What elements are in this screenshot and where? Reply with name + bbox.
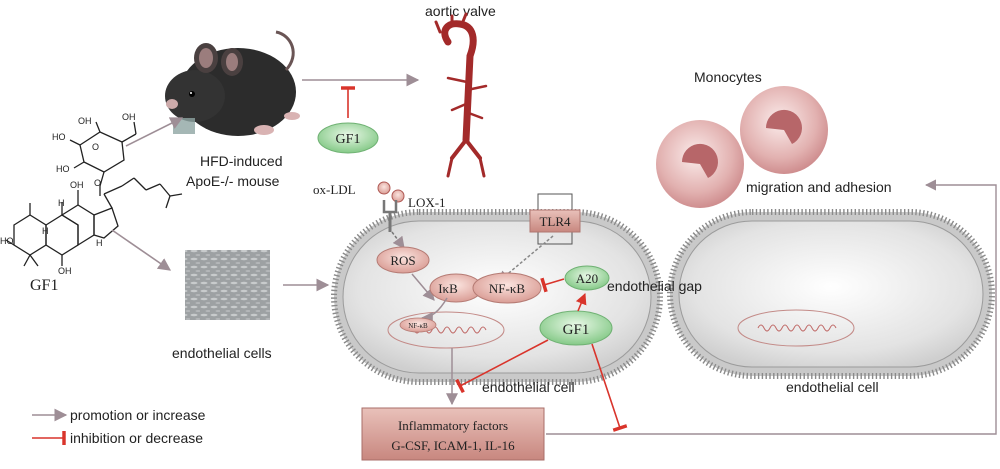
- legend-promotion-label: promotion or increase: [70, 407, 206, 423]
- svg-text:HO: HO: [0, 236, 14, 246]
- molecule-to-mouse-arrow: [125, 117, 184, 147]
- inflammatory-factors-box: [361, 407, 545, 461]
- gf1-cell-badge: [539, 310, 613, 346]
- monocyte-1: [656, 120, 744, 208]
- hfd-label-line1: HFD-induced: [200, 153, 282, 169]
- svg-text:OH: OH: [58, 266, 72, 276]
- aorta-illustration: [434, 12, 488, 178]
- endothelial-cell-label-left: endothelial cell: [482, 379, 575, 395]
- gf1-molecule-atoms: OH OH HO HO O O OH HO OH H H H: [0, 112, 136, 276]
- svg-text:H: H: [96, 238, 103, 248]
- svg-text:HO: HO: [56, 164, 70, 174]
- inflammatory-title: Inflammatory factors: [398, 418, 508, 433]
- a20-inhibits-nfkb-arrow: [540, 277, 565, 293]
- ikb-label: IκB: [438, 281, 458, 296]
- svg-text:H: H: [58, 198, 65, 208]
- gf1-inhibits-inflammation-arrow: [455, 339, 549, 394]
- gf1-top-label: GF1: [336, 132, 361, 147]
- endothelial-cells-label: endothelial cells: [172, 345, 272, 361]
- tlr4-to-nfkb-arrow: [497, 235, 554, 283]
- gf1-top-badge: [317, 122, 379, 154]
- nfkb-label: NF-κB: [489, 281, 525, 296]
- svg-text:HO: HO: [52, 132, 66, 142]
- ros-badge: [376, 246, 430, 274]
- svg-text:OH: OH: [78, 116, 92, 126]
- gf1-inhibits-migration-arrow: [591, 343, 628, 432]
- endothelial-cell-right: [667, 209, 995, 379]
- mouse-illustration: [165, 30, 300, 136]
- legend-inhibition-label: inhibition or decrease: [70, 430, 203, 446]
- hfd-label-line2: ApoE-/- mouse: [186, 173, 280, 189]
- nfkb-to-nucleus-arrow: [420, 297, 448, 324]
- aortic-valve-label: aortic valve: [425, 3, 496, 19]
- endothelial-gap-label: endothelial gap: [607, 278, 702, 294]
- inflammation-to-migration-arrow: [546, 179, 997, 435]
- svg-text:OH: OH: [70, 180, 84, 190]
- endothelial-cells-image: [185, 250, 270, 320]
- gf1-molecule-label: GF1: [30, 277, 58, 294]
- svg-text:O: O: [92, 142, 99, 152]
- nfkb-nucleus-label: NF-κB: [408, 322, 428, 330]
- migration-label: migration and adhesion: [746, 179, 892, 195]
- a20-label: A20: [576, 271, 598, 286]
- gf1-promotes-a20-arrow: [575, 292, 587, 312]
- a20-badge: [564, 265, 610, 291]
- endothelial-cell-label-right: endothelial cell: [786, 379, 879, 395]
- gf1-molecule-structure: [5, 121, 183, 267]
- monocytes-label: Monocytes: [694, 69, 762, 85]
- nfkb-nucleus-badge: [399, 317, 437, 333]
- legend: promotion or increase inhibition or decr…: [32, 407, 206, 446]
- inflammatory-list: G-CSF, ICAM-1, IL-16: [391, 438, 515, 453]
- tlr4-badge: [529, 209, 581, 233]
- svg-text:OH: OH: [122, 112, 136, 122]
- svg-text:H: H: [42, 226, 49, 236]
- gf1-cell-label: GF1: [563, 322, 590, 338]
- lox1-to-ros-arrow: [391, 231, 405, 249]
- ros-label: ROS: [390, 253, 415, 268]
- monocyte-2: [740, 86, 828, 174]
- ox-ldl-label: ox-LDL: [313, 182, 356, 197]
- svg-text:O: O: [94, 178, 101, 188]
- ros-to-ikb-arrow: [411, 273, 435, 301]
- molecule-to-cells-arrow: [111, 229, 172, 271]
- lox1-receptor: [377, 181, 405, 232]
- tlr4-label: TLR4: [539, 214, 571, 229]
- lox1-label: LOX-1: [408, 195, 446, 210]
